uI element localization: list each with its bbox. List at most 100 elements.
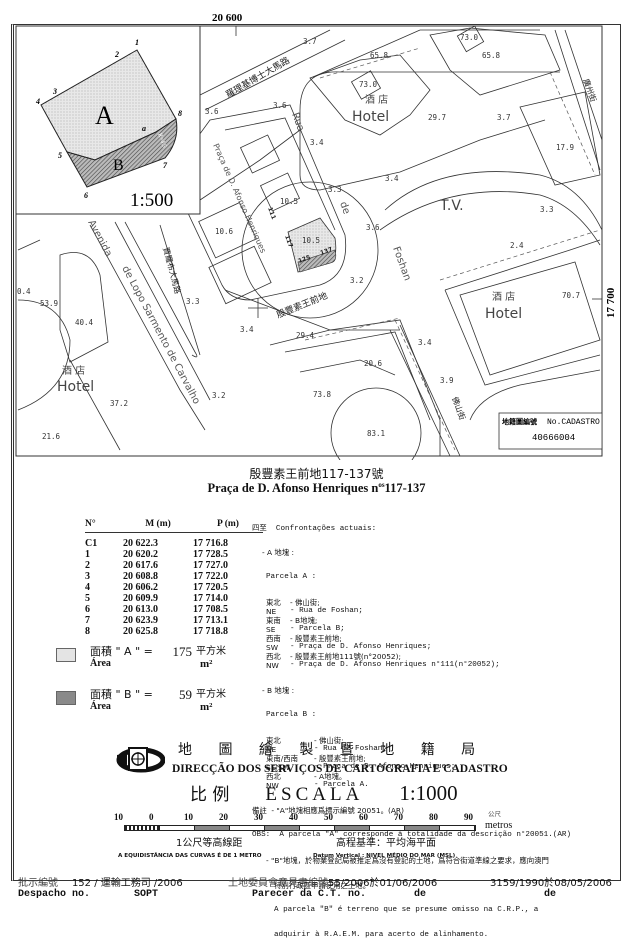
parcel-b-heading: - B 地塊 : [262,686,295,695]
coord-p: 17 722.0 [193,571,228,582]
coord-m: 20 617.6 [123,560,158,571]
scale-unit-cn: 公尺 [488,810,501,818]
point-5: 5 [58,151,62,160]
scale-segment [195,826,230,830]
direction: 東北 [266,736,281,745]
scale-segment [300,826,335,830]
hotel-cn-3: 酒 店 [492,290,515,303]
area-unit-m2: m² [200,658,213,670]
scale-segment [370,826,405,830]
spot-height: 3.4 [240,325,254,334]
agency-name-pt: DIRECÇÃO DOS SERVIÇOS DE CARTOGRAFIA E C… [172,763,508,775]
agency-name-cn: 地 圖 繪 製 暨 地 籍 局 [178,742,487,758]
area-label: 面積 " B " =Área [90,688,170,713]
spot-height: 3.7 [497,113,511,122]
scale-tick-label: 10 [114,812,123,822]
point-2: 2 [114,50,119,59]
ref-value: 3159/1990 [490,878,545,889]
direction: SE [266,625,276,634]
spot-height: 3.7 [303,37,317,46]
confrontation-line: 東北- 佛山街; [266,736,571,745]
area-swatch [56,648,76,662]
parecer-de-cn: 於 [369,878,380,889]
confrontation-text: - Praça de D. Afonso Henriques; [314,763,456,771]
direction: 東南/西南 [266,754,299,763]
street-lopo: de Lopo Sarmento de Carvalho [119,264,201,406]
lot-numbers: 111 117 125 137 [266,206,333,265]
point-7: 7 [163,161,168,170]
footer-parecer: 土地委員會意見書編號55/2006於01/06/2006 Parecer da … [228,878,437,900]
street-avenida: Avenida [85,218,113,258]
obs-pt-3: adquirir à R.A.E.M. para acerto de alinh… [274,931,489,939]
hotel-cn-1: 酒 店 [365,93,388,106]
spot-height: 3.6 [273,101,287,110]
grid-y-label: 17 700 [605,287,617,318]
area-unit-cn: 平方米 [196,646,226,657]
spot-height: 70.7 [562,291,580,300]
datum-pt: Datum Vertical : NIVEL MÉDIO DO MAR (MSL… [313,853,456,859]
scale-tick-label: 20 [219,812,228,822]
confrontation-line: NW- Parcela A. [266,781,571,790]
address-title-pt-text: Praça de D. Afonso Henriques n [207,481,379,496]
parecer-date: 01/06/2006 [379,878,438,889]
scale-tick-label: 90 [464,812,473,822]
lot-number: 111 [266,206,277,220]
tv-label: T.V. [439,198,464,214]
street-avenida-cn: 賈羅布大馬路 [161,246,183,295]
confrontation-text: - 殷豐素王前地; [314,754,366,763]
coord-m: 20 620.2 [123,549,158,560]
despacho-value: 152 / 運輸工務司 /2006 [71,878,183,889]
spot-height: 10.5 [302,236,320,245]
coord-p: 17 728.5 [193,549,228,560]
scale-segment [405,826,440,830]
street-praca: Praça de D. Afonso Henriques [211,142,268,254]
scale-title: 比 例 ESCALA 1:1000 [190,781,458,807]
spot-height: 65.8 [482,51,501,60]
map-linework [15,25,603,460]
scale-tick-label: 50 [324,812,333,822]
scale-value: 1:1000 [399,781,458,805]
sheet-frame [11,24,621,881]
spot-height: 3.2 [212,391,226,400]
confrontation-line: 東南- B地塊; [266,616,571,625]
spot-height: 65.8 [370,51,389,60]
spot-height: 40.4 [75,318,94,327]
confrontation-line: SE- Parcela B; [266,625,571,634]
hotel-2: Hotel [57,379,94,395]
direction: 西北 [266,772,281,781]
hotel-1: Hotel [352,109,389,125]
area-value: 175 [172,644,193,659]
parecer-pt: Parecer da C.T. no. [252,889,367,900]
dscc-logo-icon [116,747,165,773]
parcel-a-sub: Parcela A : [266,573,317,581]
coord-p: 17 713.1 [193,615,228,626]
address-title-cn: 殷豐素王前地117-137號 [249,467,384,481]
lot-number: 117 [283,234,294,248]
ref-de: de [544,889,557,900]
coord-p: 17 716.8 [193,538,228,549]
footer-reference: 3159/1990於08/05/2006 de [490,878,612,900]
area-label: 面積 " A " =Área [90,645,170,670]
arc-label: a [142,124,146,133]
street-de: de [337,200,352,216]
scale-tick-label: 30 [254,812,263,822]
scale-segment [160,826,195,830]
scale-bar [124,825,476,831]
direction: 西北 [266,652,281,661]
scale-unit: metros [485,820,513,831]
point-4: 4 [35,97,40,106]
point-id: 7 [85,615,90,626]
scale-tick-label: 60 [359,812,368,822]
scale-segment [440,826,475,830]
cadastral-map: A B 1:500 1 2 3 4 5 6 7 8 a R=4.5 20 600… [15,12,617,460]
contour-pt: A EQUIDISTÂNCIA DAS CURVAS É DE 1 METRO [118,853,262,859]
